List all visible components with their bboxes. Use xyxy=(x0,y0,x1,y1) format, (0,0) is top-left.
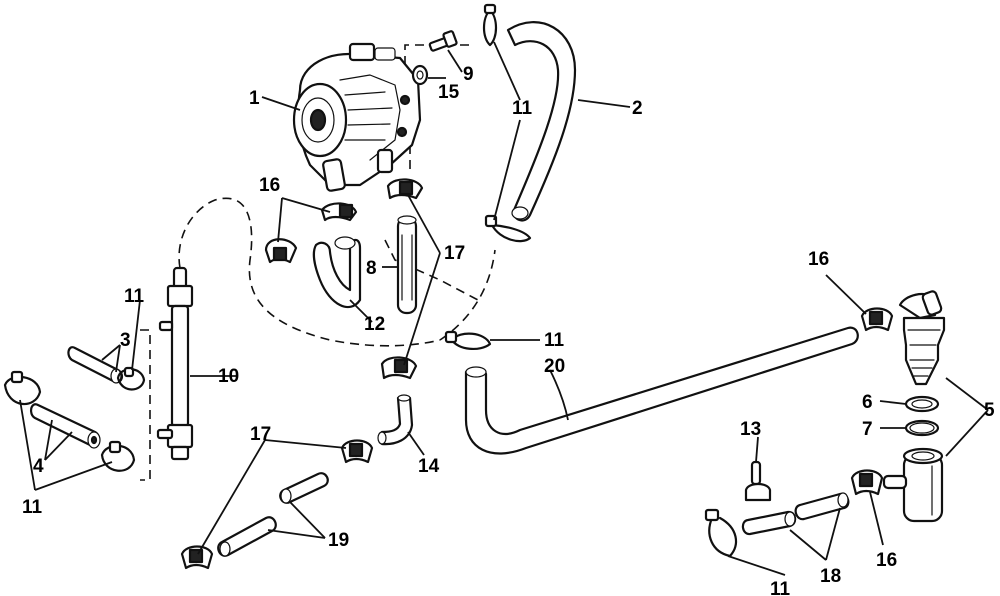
washer xyxy=(411,64,429,86)
callout-18: 18 xyxy=(820,566,841,587)
callout-6: 6 xyxy=(862,392,873,413)
fuel-hose-20 xyxy=(464,326,859,455)
clamp-11-bottom xyxy=(704,508,738,558)
clamp-11-mid xyxy=(444,330,492,350)
fuel-hose-long xyxy=(506,21,577,222)
callout-11-mid: 11 xyxy=(544,330,565,351)
tee-fitting xyxy=(744,460,772,502)
clamp-16-upper xyxy=(320,202,358,222)
clamp-16-right-upper xyxy=(860,307,894,332)
elbow-hose xyxy=(312,236,362,309)
callout-11-pump: 11 xyxy=(512,98,533,119)
callout-19: 19 xyxy=(328,530,349,551)
hose-18-left xyxy=(741,510,797,536)
callout-15: 15 xyxy=(438,82,460,103)
callout-17-pump: 17 xyxy=(444,243,465,264)
callout-14: 14 xyxy=(418,456,440,477)
callout-20: 20 xyxy=(544,356,565,377)
clamp-16-lower xyxy=(264,238,298,264)
small-elbow-fitting xyxy=(377,394,414,446)
small-hose-3 xyxy=(67,346,124,384)
callout-labels: 1 2 3 4 5 6 7 8 9 10 11 11 11 11 11 12 1… xyxy=(22,64,995,596)
callout-10: 10 xyxy=(218,366,239,387)
callout-11-left-lower: 11 xyxy=(22,497,43,518)
fuel-pump-assembly xyxy=(292,42,422,192)
clamp-17-upper xyxy=(386,178,424,200)
hose-19-lower xyxy=(217,516,277,557)
callout-11-bottom: 11 xyxy=(770,579,791,596)
callout-9: 9 xyxy=(463,64,474,85)
callout-4: 4 xyxy=(33,456,44,477)
o-ring-6 xyxy=(904,395,940,413)
filter-bowl xyxy=(882,447,944,523)
leader-lines xyxy=(19,41,989,576)
clamp-17-left-upper xyxy=(340,439,374,464)
screw xyxy=(428,30,458,52)
o-ring-7 xyxy=(904,419,940,437)
small-hose-4 xyxy=(29,403,101,449)
hose-19-upper xyxy=(279,472,329,504)
callout-13: 13 xyxy=(740,419,761,440)
callout-3: 3 xyxy=(120,330,131,351)
clamp-17-lower xyxy=(380,356,418,380)
clamp-16-right-lower xyxy=(850,469,884,496)
callout-16-pump: 16 xyxy=(259,175,280,196)
callout-17-lower: 17 xyxy=(250,424,271,445)
callout-11-left-upper: 11 xyxy=(124,286,145,307)
callout-16-right-lower: 16 xyxy=(876,550,897,571)
filter-elbow-fitting xyxy=(898,290,943,320)
callout-16-right-upper: 16 xyxy=(808,249,829,270)
callout-12: 12 xyxy=(364,314,385,335)
clamp-17-left-lower xyxy=(180,545,214,570)
callout-5: 5 xyxy=(984,400,995,421)
inline-filter-tube xyxy=(396,215,418,315)
callout-2: 2 xyxy=(632,98,643,119)
callout-8: 8 xyxy=(366,258,377,279)
primer-valve xyxy=(156,266,194,461)
filter-element xyxy=(902,316,946,386)
clamp-11-left-2 xyxy=(100,440,136,472)
hose-18-right xyxy=(794,492,850,521)
clamp-11-left-upper xyxy=(116,366,146,391)
callout-7: 7 xyxy=(862,419,873,440)
callout-1: 1 xyxy=(249,88,260,109)
clamp-11-left-1 xyxy=(3,370,42,406)
hose-clamp-top xyxy=(482,3,498,47)
